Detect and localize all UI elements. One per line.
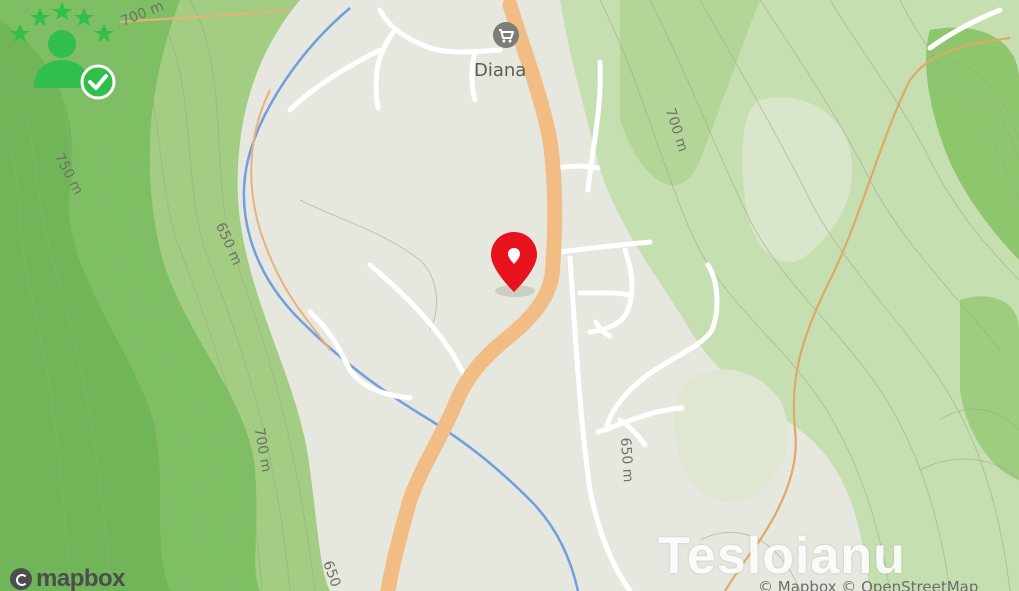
- map-attribution[interactable]: © Mapbox © OpenStreetMap: [758, 578, 979, 591]
- mapbox-logo[interactable]: mapbox: [10, 565, 126, 591]
- map-pin-icon[interactable]: [489, 230, 539, 294]
- mapbox-logo-text: mapbox: [36, 565, 126, 591]
- clearing-right-low: [673, 369, 789, 503]
- shopping-cart-icon[interactable]: [493, 22, 519, 48]
- mapbox-logo-icon: [10, 568, 32, 590]
- road-secondary-right: [724, 36, 1011, 591]
- road-secondary-left: [119, 9, 331, 351]
- main-road: [380, 0, 563, 591]
- contour-label: 650 m: [616, 437, 636, 483]
- clearing-right: [742, 97, 852, 262]
- poi-label[interactable]: Diana: [474, 60, 527, 81]
- forest-patch-right: [925, 27, 1019, 260]
- verified-user-icon: [10, 2, 116, 100]
- watermark-brand: Tesloianu: [658, 527, 906, 585]
- forest-patch-right-low: [960, 296, 1019, 480]
- minor-roads: [287, 7, 1003, 591]
- forest-area-left-darkest: [0, 20, 170, 591]
- river: [242, 7, 580, 591]
- forest-patch-top: [620, 0, 760, 186]
